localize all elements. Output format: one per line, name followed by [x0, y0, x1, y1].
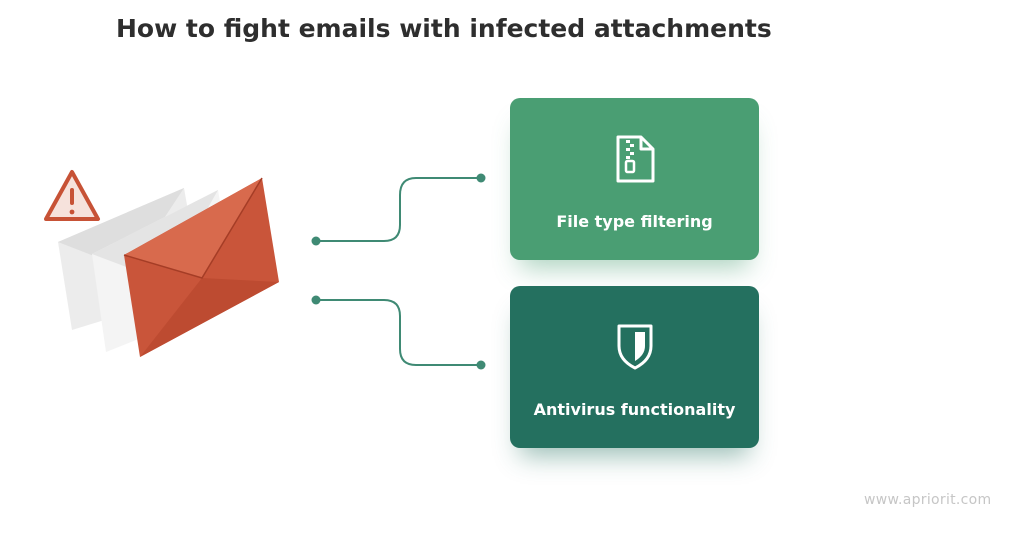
- card-label: File type filtering: [556, 212, 713, 231]
- shield-icon: [617, 324, 653, 370]
- card-label: Antivirus functionality: [533, 400, 736, 419]
- zip-file-icon: [616, 135, 655, 183]
- watermark: www.apriorit.com: [864, 492, 992, 508]
- connector-dot: [476, 360, 486, 370]
- file-type-filtering-card: File type filtering: [510, 98, 759, 260]
- antivirus-functionality-card: Antivirus functionality: [510, 286, 759, 448]
- connector-dot: [311, 295, 321, 305]
- red-envelope-icon: [123, 177, 279, 357]
- diagram-title: How to fight emails with infected attach…: [116, 14, 772, 43]
- connector-dot: [476, 173, 486, 183]
- warning-icon: [44, 170, 100, 221]
- connector-dot: [311, 236, 321, 246]
- connector-lines: [316, 177, 481, 366]
